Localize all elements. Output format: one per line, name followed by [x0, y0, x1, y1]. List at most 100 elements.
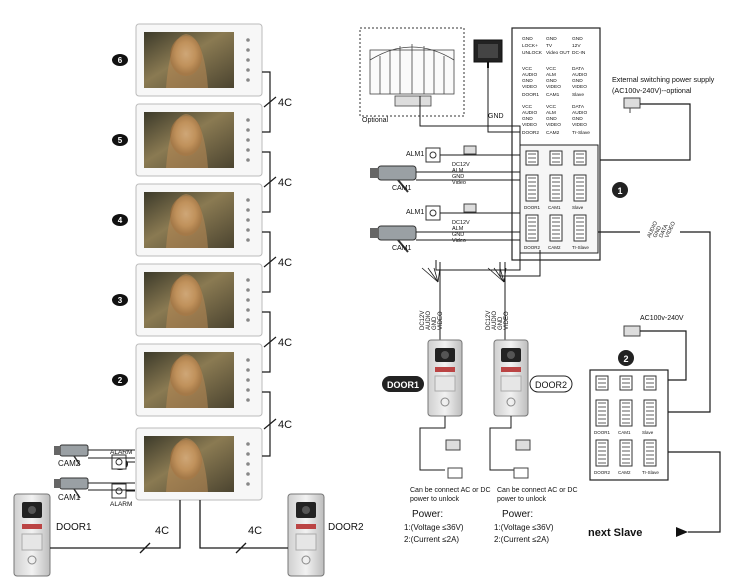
cam1-camera-right-b — [370, 225, 417, 253]
monitor-badge — [112, 134, 128, 146]
monitor-wiring — [262, 71, 277, 457]
terminal-mid-label: ALM — [546, 72, 556, 78]
terminal-mid-label-2: VIDEO — [572, 122, 587, 128]
door1-station-right — [427, 339, 463, 417]
door-wire-label: AUDIO — [492, 311, 498, 330]
lock-2 — [513, 467, 529, 479]
terminal-mid-label: VCC — [522, 66, 533, 72]
terminal-mid-label-2: AUDIO — [572, 110, 587, 116]
unit1-badge — [612, 182, 628, 198]
camera-wire-label: Video — [452, 238, 466, 244]
bracket-tick — [263, 96, 277, 108]
cam-label-a: CAM1 — [392, 185, 412, 192]
terminal-bottom2-label: DOOR2 — [522, 130, 539, 136]
door-wire-label: GND — [432, 316, 438, 330]
alarm-label-2: ALARM — [110, 501, 132, 508]
monitor-number: 5 — [118, 136, 123, 145]
bus-wire-label: DATA — [658, 223, 669, 238]
door-wire-label: VIDEO — [438, 311, 444, 330]
bracket-wire — [262, 311, 271, 373]
terminal-caption: CAM2 — [618, 470, 631, 475]
terminal-mid-label-2: AUDIO — [522, 110, 537, 116]
terminal-caption: DOOR1 — [524, 205, 541, 210]
wire-label: 4C — [278, 257, 292, 269]
wire-label: 4C — [278, 97, 292, 109]
monitor-badge — [112, 374, 128, 386]
cam1-label: CAM1 — [58, 493, 81, 502]
camera-wire-label: Video — [452, 180, 466, 186]
terminal-caption: DOOR1 — [594, 430, 611, 435]
door2-label-right: DOOR2 — [535, 380, 567, 390]
cam-label-b: CAM1 — [392, 245, 412, 252]
monitor-badge — [112, 294, 128, 306]
unlock-note-2a: Can be connect AC or DC — [497, 487, 578, 494]
unit1-number: 1 — [617, 186, 622, 196]
alarm-box-a — [425, 147, 441, 163]
door1-station-left — [13, 493, 51, 577]
power-title-2: Power: — [502, 509, 533, 520]
cam2-label: CAM2 — [58, 459, 81, 468]
terminal-caption: CAM1 — [548, 205, 561, 210]
unit2-number: 2 — [623, 354, 628, 364]
terminal-bottom-label: CAM1 — [546, 92, 560, 98]
monitor-badge — [112, 54, 128, 66]
terminal-mid-label: GND — [546, 78, 557, 84]
terminal-mid-label: VIDEO — [572, 84, 587, 90]
gnd-label: GND — [488, 113, 504, 120]
terminal-caption: Tr-Slave — [572, 245, 589, 250]
unlock-note-2b: power to unlock — [497, 496, 547, 503]
terminal-caption: Slave — [572, 205, 584, 210]
lock-1 — [447, 467, 463, 479]
monitor-number: 6 — [118, 56, 123, 65]
camera-wire-label: GND — [452, 174, 464, 180]
terminal-slot — [595, 399, 609, 427]
terminal-top-label: GND — [522, 36, 533, 42]
monitor-5 — [135, 103, 263, 177]
bracket-tick — [263, 256, 277, 268]
unit2-badge — [618, 350, 634, 366]
alm-label-b: ALM1 — [406, 209, 424, 216]
gate-icon — [369, 44, 455, 107]
terminal-mid-label-2: GND — [522, 116, 533, 122]
terminal-mid-label-2: DATA — [572, 104, 585, 110]
alarm-box-b — [425, 205, 441, 221]
terminal-mid-label: AUDIO — [572, 72, 587, 78]
camera-wire-label: ALM — [452, 226, 464, 232]
camera-wire-label: DC12V — [452, 162, 470, 168]
terminal-mid-label-2: VCC — [522, 104, 533, 110]
terminal-mid-label-2: VCC — [546, 104, 557, 110]
terminal-mid-label: VCC — [546, 66, 557, 72]
door1-label-right: DOOR1 — [387, 380, 419, 390]
terminal-slot — [525, 174, 539, 202]
next-slave-label: next Slave — [588, 527, 642, 539]
monitor-1 — [135, 427, 263, 501]
ext-power-wire — [600, 103, 691, 161]
monitor-number: 4 — [118, 216, 123, 225]
door-wires-left — [50, 500, 288, 554]
optional-label: Optional — [362, 117, 389, 124]
power-voltage-1: 1:(Voltage ≤36V) — [404, 523, 464, 532]
cam1-camera-right-a — [370, 165, 417, 193]
door2-wire-label: 4C — [248, 525, 262, 537]
terminal-mid-label: AUDIO — [522, 72, 537, 78]
terminal-mid-label: VIDEO — [546, 84, 561, 90]
terminal-bottom2-label: CAM2 — [546, 130, 560, 136]
door1-wire-label: 4C — [155, 525, 169, 537]
unlock-note-1a: Can be connect AC or DC — [410, 487, 491, 494]
door2-station-left — [287, 493, 325, 577]
terminal-mid-label-2: GND — [546, 116, 557, 122]
terminal-slot — [525, 214, 539, 242]
terminal-mid-label-2: VIDEO — [522, 122, 537, 128]
power-adapter-icon-cam-a — [463, 145, 477, 155]
tv-icon — [473, 39, 503, 68]
next-slave-arrow — [676, 527, 688, 537]
power-adapter-icon-cam-b — [463, 203, 477, 213]
door-wires-right — [439, 262, 506, 340]
terminal-bottom2-label: Tr-Slave — [572, 130, 590, 136]
door-wire-label: VIDEO — [504, 311, 510, 330]
